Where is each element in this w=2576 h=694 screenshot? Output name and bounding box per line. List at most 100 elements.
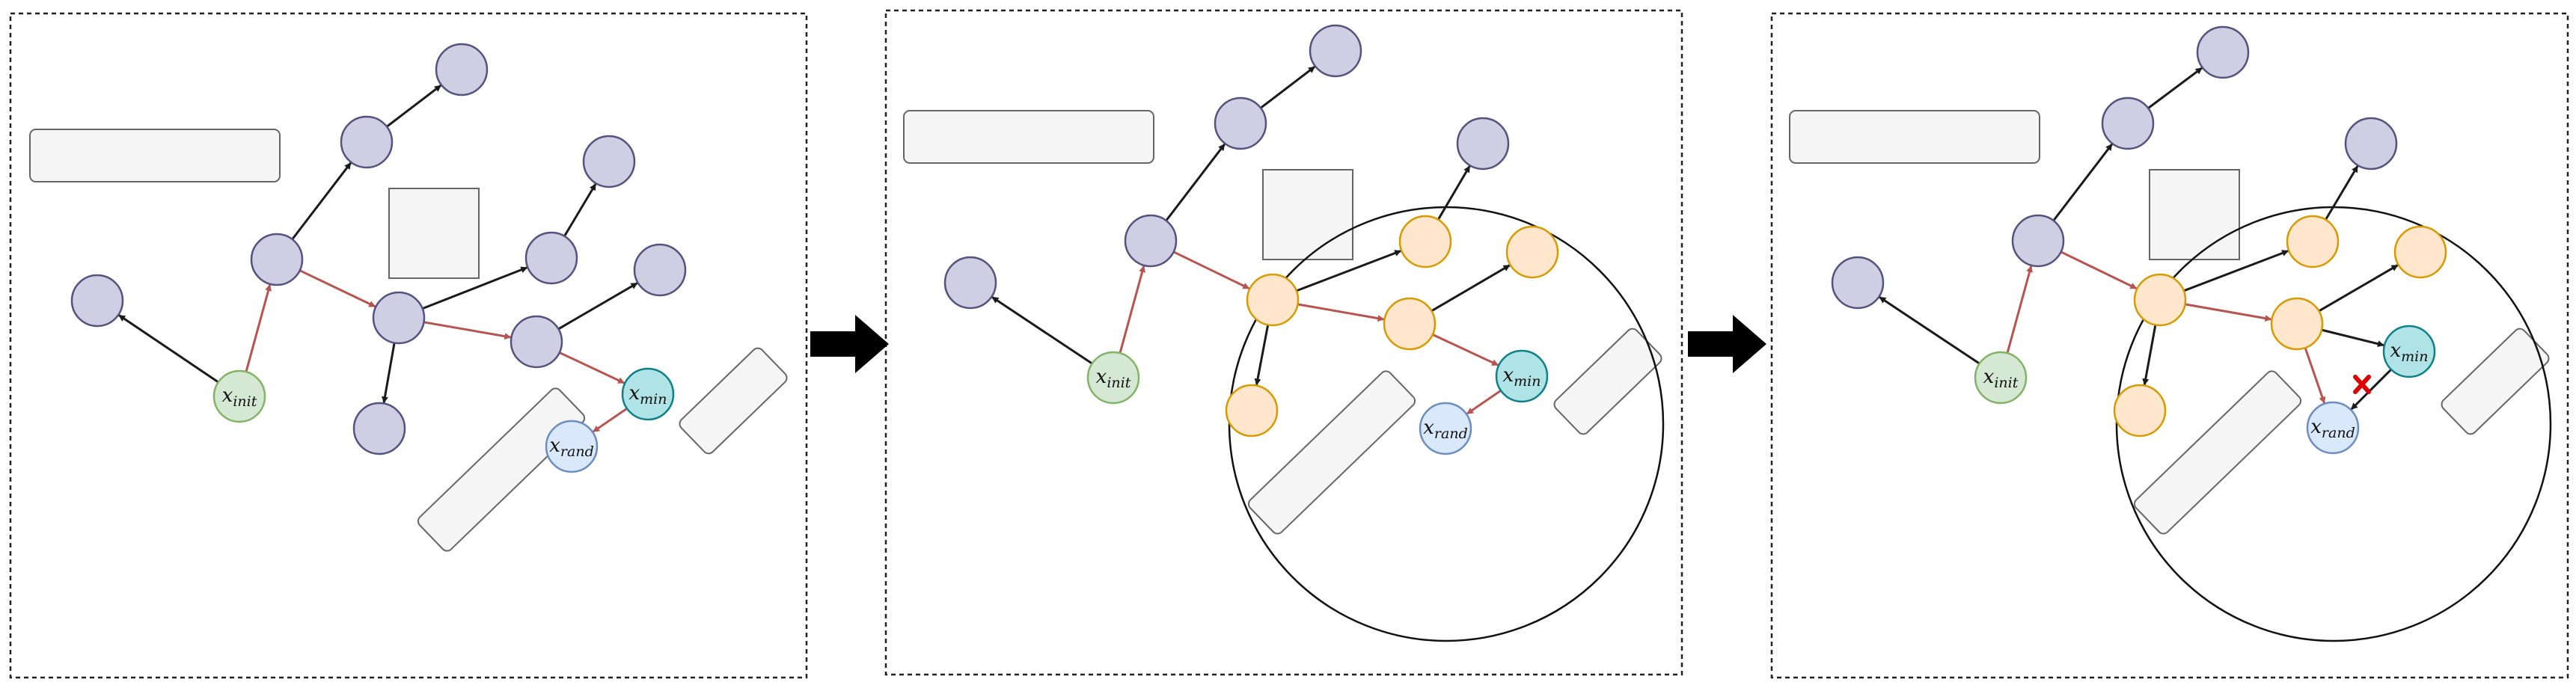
obstacle-square [1262, 169, 1353, 260]
edge-tree-i-j [557, 282, 638, 331]
node-tree-a [1831, 256, 1885, 310]
node-init-init [1086, 351, 1140, 405]
min-label-symbol: x [1502, 364, 1514, 387]
node-tree-h [1456, 117, 1510, 171]
rand-label-symbol: x [2310, 416, 2322, 438]
node-min-min [621, 367, 675, 421]
edge-path-init-b [1119, 265, 1145, 354]
edge-tree-e-g [2183, 250, 2289, 292]
min-label-subscript: min [640, 391, 667, 408]
edge-path-init-b [245, 283, 272, 372]
node-tree-c [340, 115, 394, 169]
edge-tree-g-h [563, 183, 597, 237]
edge-path-min-rand [593, 408, 628, 433]
rand-label-symbol: x [1423, 417, 1434, 439]
panel-1-obstacles [29, 129, 788, 552]
init-label-subscript: init [1107, 375, 1131, 391]
node-near-f [2113, 384, 2167, 437]
node-rand-rand [545, 420, 599, 473]
edge-path-i-min [559, 351, 625, 384]
min-label-symbol: x [2390, 340, 2401, 362]
node-near-f [1225, 384, 1279, 437]
edge-tree-e-g [422, 266, 528, 310]
edge-path-b-e [299, 269, 376, 308]
node-near-i [1383, 297, 1437, 351]
edge-path-e-i [423, 321, 512, 340]
node-rand-rand [1419, 402, 1472, 455]
rand-label: xrand [2310, 416, 2355, 441]
node-init-init [1974, 351, 2028, 405]
node-tree-b [250, 233, 304, 286]
rand-label-subscript: rand [1434, 426, 1468, 442]
node-tree-b [2011, 214, 2065, 268]
edge-tree-e-f [1254, 325, 1270, 386]
panel-2-obstacles [903, 110, 1662, 535]
edge-path-i-min [1432, 334, 1499, 366]
min-label-subscript: min [1514, 373, 1541, 390]
node-near-j [1505, 225, 1559, 279]
rand-label-subscript: rand [560, 443, 594, 460]
edge-path-init-b [2006, 265, 2033, 354]
edge-tree-i-min [2321, 328, 2384, 348]
min-label: xmin [628, 382, 667, 408]
obstacle-square [2149, 169, 2240, 260]
obstacle-diagonal-large [417, 387, 586, 552]
init-label: xinit [1096, 366, 1131, 391]
panel-1-frame [9, 12, 808, 679]
node-tree-d [1309, 24, 1362, 78]
node-min-min [1495, 349, 1549, 403]
node-tree-h [582, 135, 636, 188]
obstacle-diagonal-small [679, 347, 788, 455]
init-label: xinit [222, 384, 257, 410]
edge-path-i-rand [2304, 347, 2326, 404]
rand-label: xrand [549, 434, 593, 460]
node-tree-j [633, 243, 687, 297]
transition-arrow-1 [810, 315, 889, 373]
node-near-g [1398, 215, 1452, 268]
rejected-edge-cross-icon [2353, 375, 2371, 394]
min-label: xmin [1502, 364, 1541, 390]
node-near-i [2270, 297, 2324, 351]
node-tree-e [372, 291, 426, 345]
init-label-symbol: x [1983, 366, 1995, 388]
rand-label-subscript: rand [2322, 425, 2355, 441]
init-label-subscript: init [1994, 375, 2018, 391]
edge-tree-e-g [1296, 250, 1402, 292]
node-init-init [212, 369, 266, 423]
node-near-e [2133, 273, 2187, 327]
node-near-e [1246, 273, 1300, 327]
node-tree-d [435, 43, 489, 96]
panel-3-obstacles [1789, 110, 2550, 535]
node-tree-a [70, 274, 124, 328]
rand-label: xrand [1423, 417, 1467, 442]
node-near-j [2393, 225, 2447, 279]
edge-tree-min-rand [2350, 368, 2393, 411]
node-tree-c [2101, 96, 2155, 150]
node-tree-f [352, 402, 406, 455]
obstacle-bar [903, 110, 1154, 164]
init-label-symbol: x [1096, 366, 1107, 388]
edges-layer [118, 66, 2399, 433]
edge-tree-b-c [1165, 143, 1226, 221]
obstacle-square [388, 188, 480, 279]
node-tree-b [1124, 214, 1178, 268]
node-near-g [2286, 215, 2340, 268]
edge-tree-b-c [291, 162, 352, 240]
node-rand-rand [2306, 401, 2360, 455]
node-tree-d [2196, 25, 2250, 79]
edge-path-e-i [2185, 303, 2272, 322]
node-tree-c [1214, 96, 1267, 150]
edge-path-b-e [2060, 251, 2138, 290]
node-min-min [2382, 325, 2436, 378]
edge-tree-init-a [118, 314, 219, 384]
edge-tree-b-c [2052, 143, 2113, 221]
rand-label-symbol: x [549, 434, 560, 457]
init-label: xinit [1983, 366, 2019, 391]
obstacle-bar [29, 129, 281, 182]
min-label: xmin [2390, 340, 2428, 365]
init-label-subscript: init [233, 393, 257, 410]
obstacle-bar [1789, 110, 2040, 164]
edge-tree-i-j [1431, 264, 1511, 313]
edge-tree-c-d [386, 85, 442, 128]
